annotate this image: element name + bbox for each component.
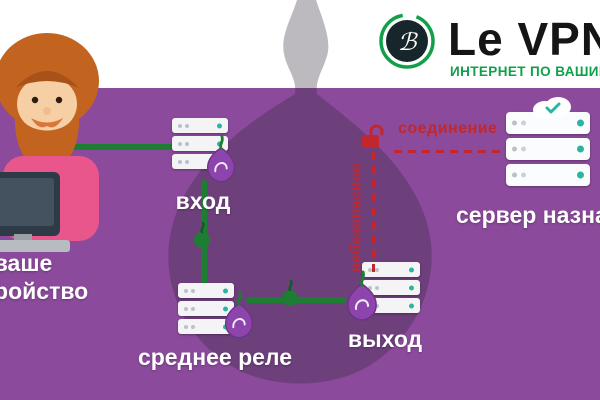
shield-monogram-icon: ℬ <box>379 13 435 69</box>
device-label-line1: ваше <box>0 250 53 276</box>
insecure-line-vertical <box>372 152 375 274</box>
insecure-connection-label: соединение <box>398 120 498 137</box>
open-padlock-icon <box>362 124 384 148</box>
server-slat <box>506 138 590 160</box>
onion-icon <box>206 134 236 183</box>
logo-text: Le VPN <box>448 13 600 65</box>
onion-icon <box>224 290 254 339</box>
entry-node-label: вход <box>175 188 231 214</box>
secure-line-device-entry <box>52 144 174 150</box>
insecure-vertical-label: небезопасное <box>347 162 365 273</box>
server-slat <box>178 301 234 316</box>
server-slat <box>178 283 234 298</box>
server-slat <box>506 164 590 186</box>
logo-tagline: ИНТЕРНЕТ ПО ВАШИМ ПРАВИЛАМ <box>450 64 600 79</box>
cloud-icon <box>533 97 571 119</box>
exit-node-label: выход <box>347 326 423 352</box>
destination-server <box>506 112 590 186</box>
monitor-stand <box>14 234 32 242</box>
server-slat <box>362 262 420 277</box>
server-slat <box>506 112 590 134</box>
onion-icon <box>347 270 377 321</box>
server-slat <box>172 136 228 151</box>
monitor-base <box>0 240 70 252</box>
device-label: ваше устройство <box>0 250 118 305</box>
green-onion-icon <box>194 222 210 248</box>
server-slat <box>362 280 420 295</box>
monitor-screen <box>0 178 54 226</box>
middle-relay-server <box>178 283 234 334</box>
svg-text:ℬ: ℬ <box>398 28 419 56</box>
server-slat <box>178 319 234 334</box>
middle-relay-label: среднее реле <box>137 344 293 370</box>
device-monitor <box>0 172 60 236</box>
purple-background <box>0 88 600 400</box>
insecure-line-horizontal <box>394 150 506 153</box>
destination-server-label: сервер назначения <box>456 202 600 228</box>
green-onion-icon <box>282 280 298 306</box>
server-slat <box>172 118 228 133</box>
device-label-line2: устройство <box>0 277 89 304</box>
